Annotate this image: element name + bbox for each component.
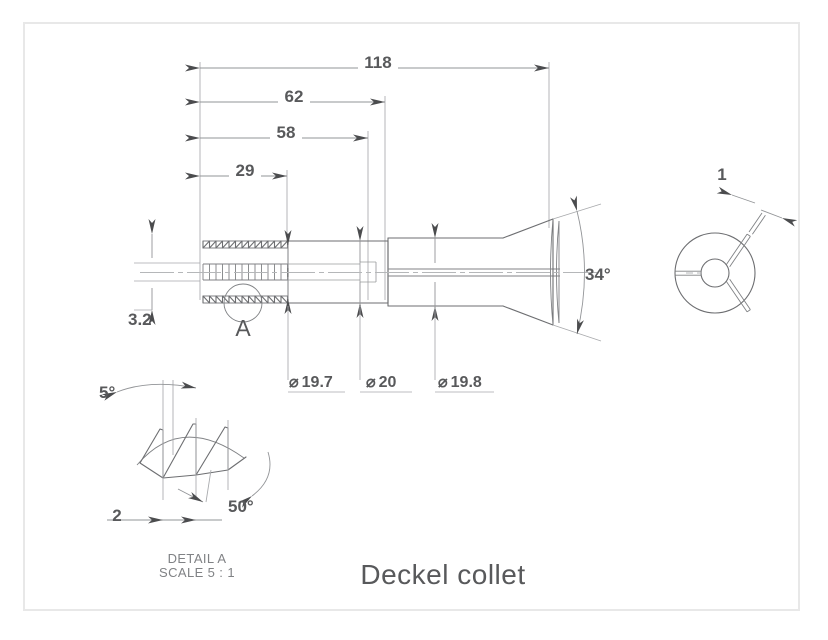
dim-1-label: 1 bbox=[717, 165, 726, 184]
dimension-29: 29 bbox=[185, 160, 287, 180]
dim-34-deg-label: 34° bbox=[585, 265, 611, 284]
dim-29-label: 29 bbox=[236, 161, 255, 180]
dim-62-label: 62 bbox=[285, 87, 304, 106]
detail-a-caption-line2: SCALE 5 : 1 bbox=[159, 565, 235, 580]
threaded-shank bbox=[202, 240, 289, 304]
dim-3-2-label: 3.2 bbox=[128, 310, 152, 329]
end-view-outer-circle bbox=[674, 232, 756, 314]
end-view: 1 bbox=[674, 165, 798, 314]
detail-a-thread-teeth bbox=[139, 423, 247, 479]
end-view-slot-extension bbox=[748, 212, 766, 235]
dimension-2: 2 bbox=[107, 506, 222, 525]
detail-a-view: 5° 50° 2 DETAIL A SCALE 5 : 1 bbox=[99, 380, 271, 580]
dimension-50-deg: 50° bbox=[177, 451, 271, 516]
dimension-5-deg: 5° bbox=[99, 381, 197, 402]
detail-a-caption-line1: DETAIL A bbox=[168, 551, 227, 566]
dim-118-label: 118 bbox=[364, 53, 391, 72]
dia-19-7-label: ⌀19.7 bbox=[289, 374, 333, 391]
sheet-border bbox=[23, 22, 800, 611]
body-section-1 bbox=[287, 240, 389, 304]
detail-letter-a: A bbox=[235, 315, 251, 341]
dimension-62: 62 bbox=[185, 86, 385, 106]
dimension-1: 1 bbox=[716, 165, 798, 227]
main-side-view: 118 62 58 29 bbox=[128, 52, 611, 393]
diameter-callouts: ⌀19.7 ⌀20 ⌀19.8 bbox=[289, 374, 482, 391]
page-title: Deckel collet bbox=[360, 559, 525, 590]
body-section-2 bbox=[387, 237, 560, 307]
dimension-3-2: 3.2 bbox=[128, 219, 200, 329]
dimension-34-deg: 34° bbox=[552, 195, 611, 342]
detail-circle-a: A bbox=[223, 283, 263, 341]
dimension-118: 118 bbox=[185, 52, 549, 72]
end-view-centre-bore bbox=[700, 258, 730, 288]
dim-50-deg-label: 50° bbox=[228, 497, 254, 516]
dim-5-deg-label: 5° bbox=[99, 383, 115, 402]
diameter-leaders bbox=[284, 223, 494, 393]
dim-2-label: 2 bbox=[112, 506, 121, 525]
dia-20-label: ⌀20 bbox=[366, 374, 397, 391]
dia-19-8-label: ⌀19.8 bbox=[438, 374, 482, 391]
dim-58-label: 58 bbox=[277, 123, 296, 142]
end-view-slots bbox=[675, 233, 751, 313]
dimension-58: 58 bbox=[185, 122, 368, 142]
tapered-cone bbox=[502, 218, 560, 326]
